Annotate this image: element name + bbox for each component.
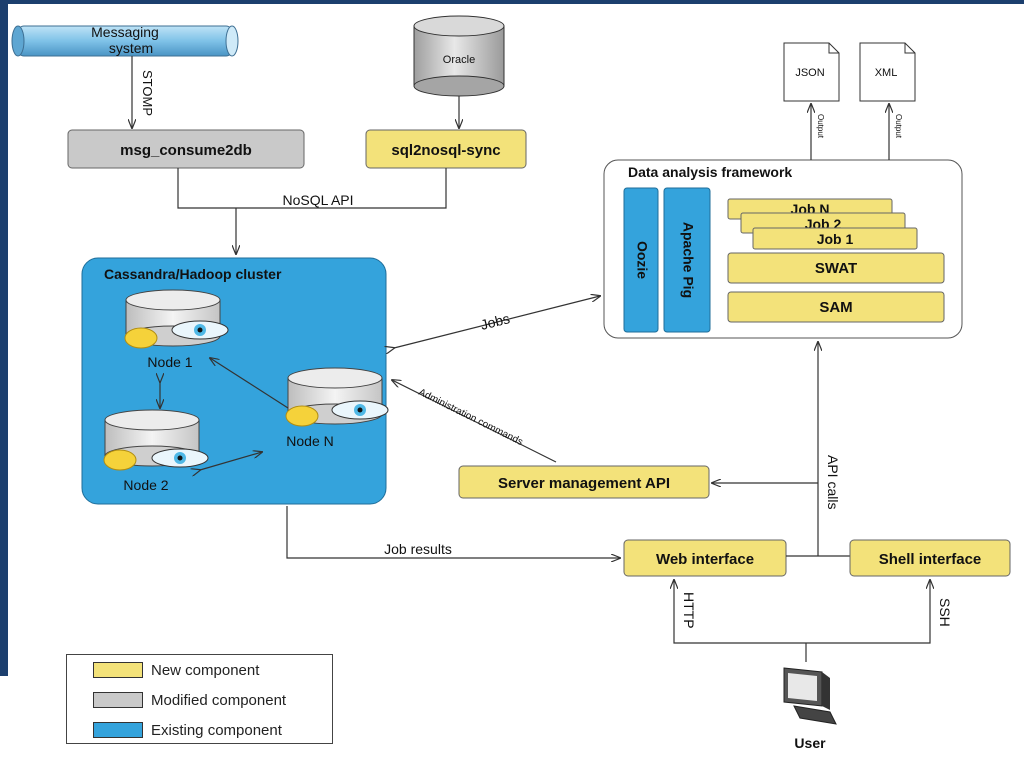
job-1-box	[752, 227, 918, 250]
nosql-api-label: NoSQL API	[282, 192, 353, 208]
legend-swatch-new	[93, 662, 143, 678]
sql2nosql-sync-label: sql2nosql-sync	[391, 142, 500, 159]
job-1-label: Job 1	[817, 231, 854, 247]
user-computer-icon	[783, 667, 837, 725]
oozie-label: Oozie	[634, 241, 650, 279]
legend-item-new: New component	[93, 659, 259, 681]
node-2: Node 2	[103, 409, 209, 493]
node-n: Node N	[285, 367, 389, 449]
sql2nosql-sync-box: sql2nosql-sync	[365, 129, 527, 169]
apache-pig-box	[663, 187, 711, 333]
web-interface-box: Web interface	[623, 539, 787, 577]
legend: New component Modified component Existin…	[66, 654, 333, 744]
web-interface-label: Web interface	[656, 551, 754, 568]
msg-consume2db-box: msg_consume2db	[67, 129, 305, 169]
daf-title: Data analysis framework	[628, 164, 792, 180]
job-results-arrow	[286, 506, 620, 558]
oozie-box	[623, 187, 659, 333]
apache-pig-label: Apache Pig	[680, 222, 696, 298]
json-output-label: Output	[816, 114, 825, 139]
node-n-label: Node N	[286, 433, 333, 449]
jobs-arrow	[394, 296, 600, 348]
legend-label-new: New component	[151, 661, 260, 679]
http-label: HTTP	[681, 592, 697, 629]
json-document-icon: JSON	[783, 42, 840, 102]
messaging-label-line2: system	[109, 40, 153, 56]
admin-commands-label: Administration commands	[417, 387, 525, 448]
noden-node1-link	[210, 358, 289, 409]
json-label: JSON	[795, 67, 824, 79]
api-calls-label: API calls	[825, 455, 841, 509]
admin-commands-arrow	[392, 380, 557, 463]
slide-frame-top	[0, 0, 1024, 4]
legend-swatch-modified	[93, 692, 143, 708]
shell-interface-box: Shell interface	[849, 539, 1011, 577]
xml-label: XML	[875, 67, 898, 79]
hadoop-elephant-icon	[285, 405, 319, 427]
legend-swatch-existing	[93, 722, 143, 738]
ssh-label: SSH	[937, 598, 953, 627]
server-management-api-box: Server management API	[458, 465, 710, 499]
sam-label: SAM	[819, 299, 852, 316]
ssh-arrow	[806, 580, 930, 644]
server-management-api-label: Server management API	[498, 475, 670, 492]
cluster-title: Cassandra/Hadoop cluster	[104, 266, 282, 282]
messaging-system: Messaging system	[11, 24, 239, 57]
legend-label-modified: Modified component	[151, 691, 287, 709]
hadoop-elephant-icon	[124, 327, 158, 349]
nosql-api-connector	[177, 168, 447, 209]
data-analysis-framework: Data analysis framework Oozie Apache Pig…	[603, 159, 963, 339]
messaging-label-line1: Messaging	[91, 24, 159, 40]
jobs-label: Jobs	[479, 310, 512, 333]
shell-interface-label: Shell interface	[879, 551, 982, 568]
legend-item-existing: Existing component	[93, 719, 282, 741]
stomp-label: STOMP	[140, 70, 155, 116]
swat-box	[727, 252, 945, 284]
slide-frame-left	[0, 0, 8, 676]
job-results-label: Job results	[384, 541, 452, 557]
node-2-label: Node 2	[123, 477, 168, 493]
http-arrow	[674, 580, 806, 644]
legend-label-existing: Existing component	[151, 721, 282, 739]
hadoop-elephant-icon	[103, 449, 137, 471]
xml-document-icon: XML	[859, 42, 916, 102]
node-1-label: Node 1	[147, 354, 192, 370]
sam-box	[727, 291, 945, 323]
xml-output-label: Output	[894, 114, 903, 139]
msg-consume2db-label: msg_consume2db	[120, 142, 252, 159]
user-label: User	[794, 735, 826, 751]
node-1: Node 1	[124, 289, 229, 370]
oracle-label: Oracle	[443, 54, 475, 66]
legend-item-modified: Modified component	[93, 689, 286, 711]
node2-noden-link	[200, 452, 262, 470]
swat-label: SWAT	[815, 260, 857, 277]
oracle-database: Oracle	[413, 15, 505, 97]
